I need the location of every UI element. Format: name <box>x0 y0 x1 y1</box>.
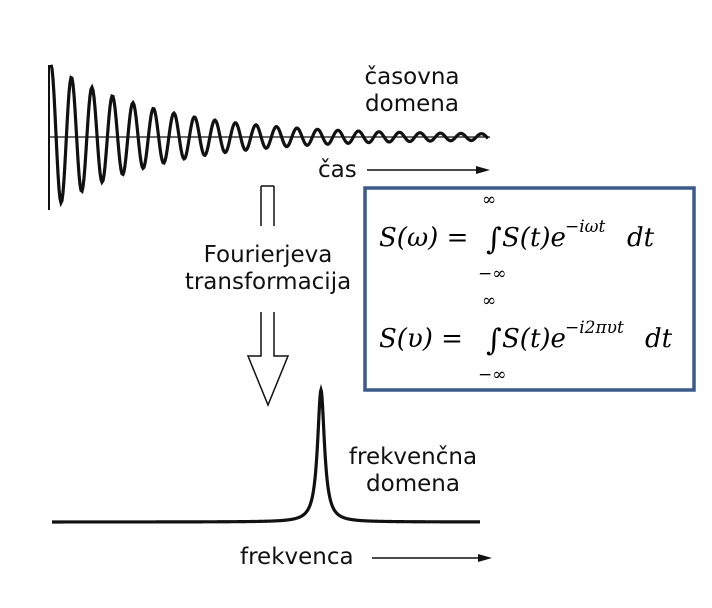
time-domain-label-line1: časovna <box>364 64 460 90</box>
transform-label: Fourierjeva transformacija <box>168 242 368 296</box>
formula-nu-lhs: S(υ) = <box>379 324 463 354</box>
formula-nu-integral-sign: ∫ <box>486 323 502 358</box>
time-axis-label: čas <box>318 157 357 183</box>
time-axis-arrowhead <box>476 166 490 174</box>
formula-nu-exponent: −i2πυt <box>565 318 624 338</box>
formula-box <box>363 186 696 392</box>
formula-nu-differential: dt <box>645 324 673 354</box>
formula-omega: S(ω) = ∞ ∫ −∞ S(t)e −iωt dt <box>379 190 655 284</box>
formula-nu-lower-limit: −∞ <box>478 365 506 385</box>
transform-label-line2: transformacija <box>184 269 352 295</box>
time-domain-label: časovna domena <box>352 64 472 118</box>
formula-nu: S(υ) = ∞ ∫ −∞ S(t)e −i2πυt dt <box>379 291 673 385</box>
frequency-axis-label: frekvenca <box>240 544 354 570</box>
formula-nu-integrand: S(t)e <box>502 324 566 354</box>
frequency-axis-arrowhead <box>478 554 492 562</box>
formula-omega-lhs: S(ω) = <box>379 223 468 253</box>
transform-down-arrow <box>246 312 290 407</box>
formula-omega-exponent: −iωt <box>565 217 606 237</box>
transform-label-line1: Fourierjeva <box>203 242 333 268</box>
formula-omega-lower-limit: −∞ <box>478 264 506 284</box>
frequency-domain-label-line2: domena <box>366 471 460 497</box>
formula-nu-upper-limit: ∞ <box>482 291 496 311</box>
frequency-domain-label-line1: frekvenčna <box>348 444 478 470</box>
frequency-peak-curve <box>52 383 480 524</box>
formula-omega-integrand: S(t)e <box>502 223 566 253</box>
decaying-signal-curve <box>49 64 490 208</box>
formula-omega-upper-limit: ∞ <box>482 190 496 210</box>
formula-omega-differential: dt <box>627 223 655 253</box>
formula-omega-integral-sign: ∫ <box>486 222 502 257</box>
time-domain-label-line2: domena <box>365 91 459 117</box>
frequency-domain-label: frekvenčna domena <box>343 444 483 498</box>
